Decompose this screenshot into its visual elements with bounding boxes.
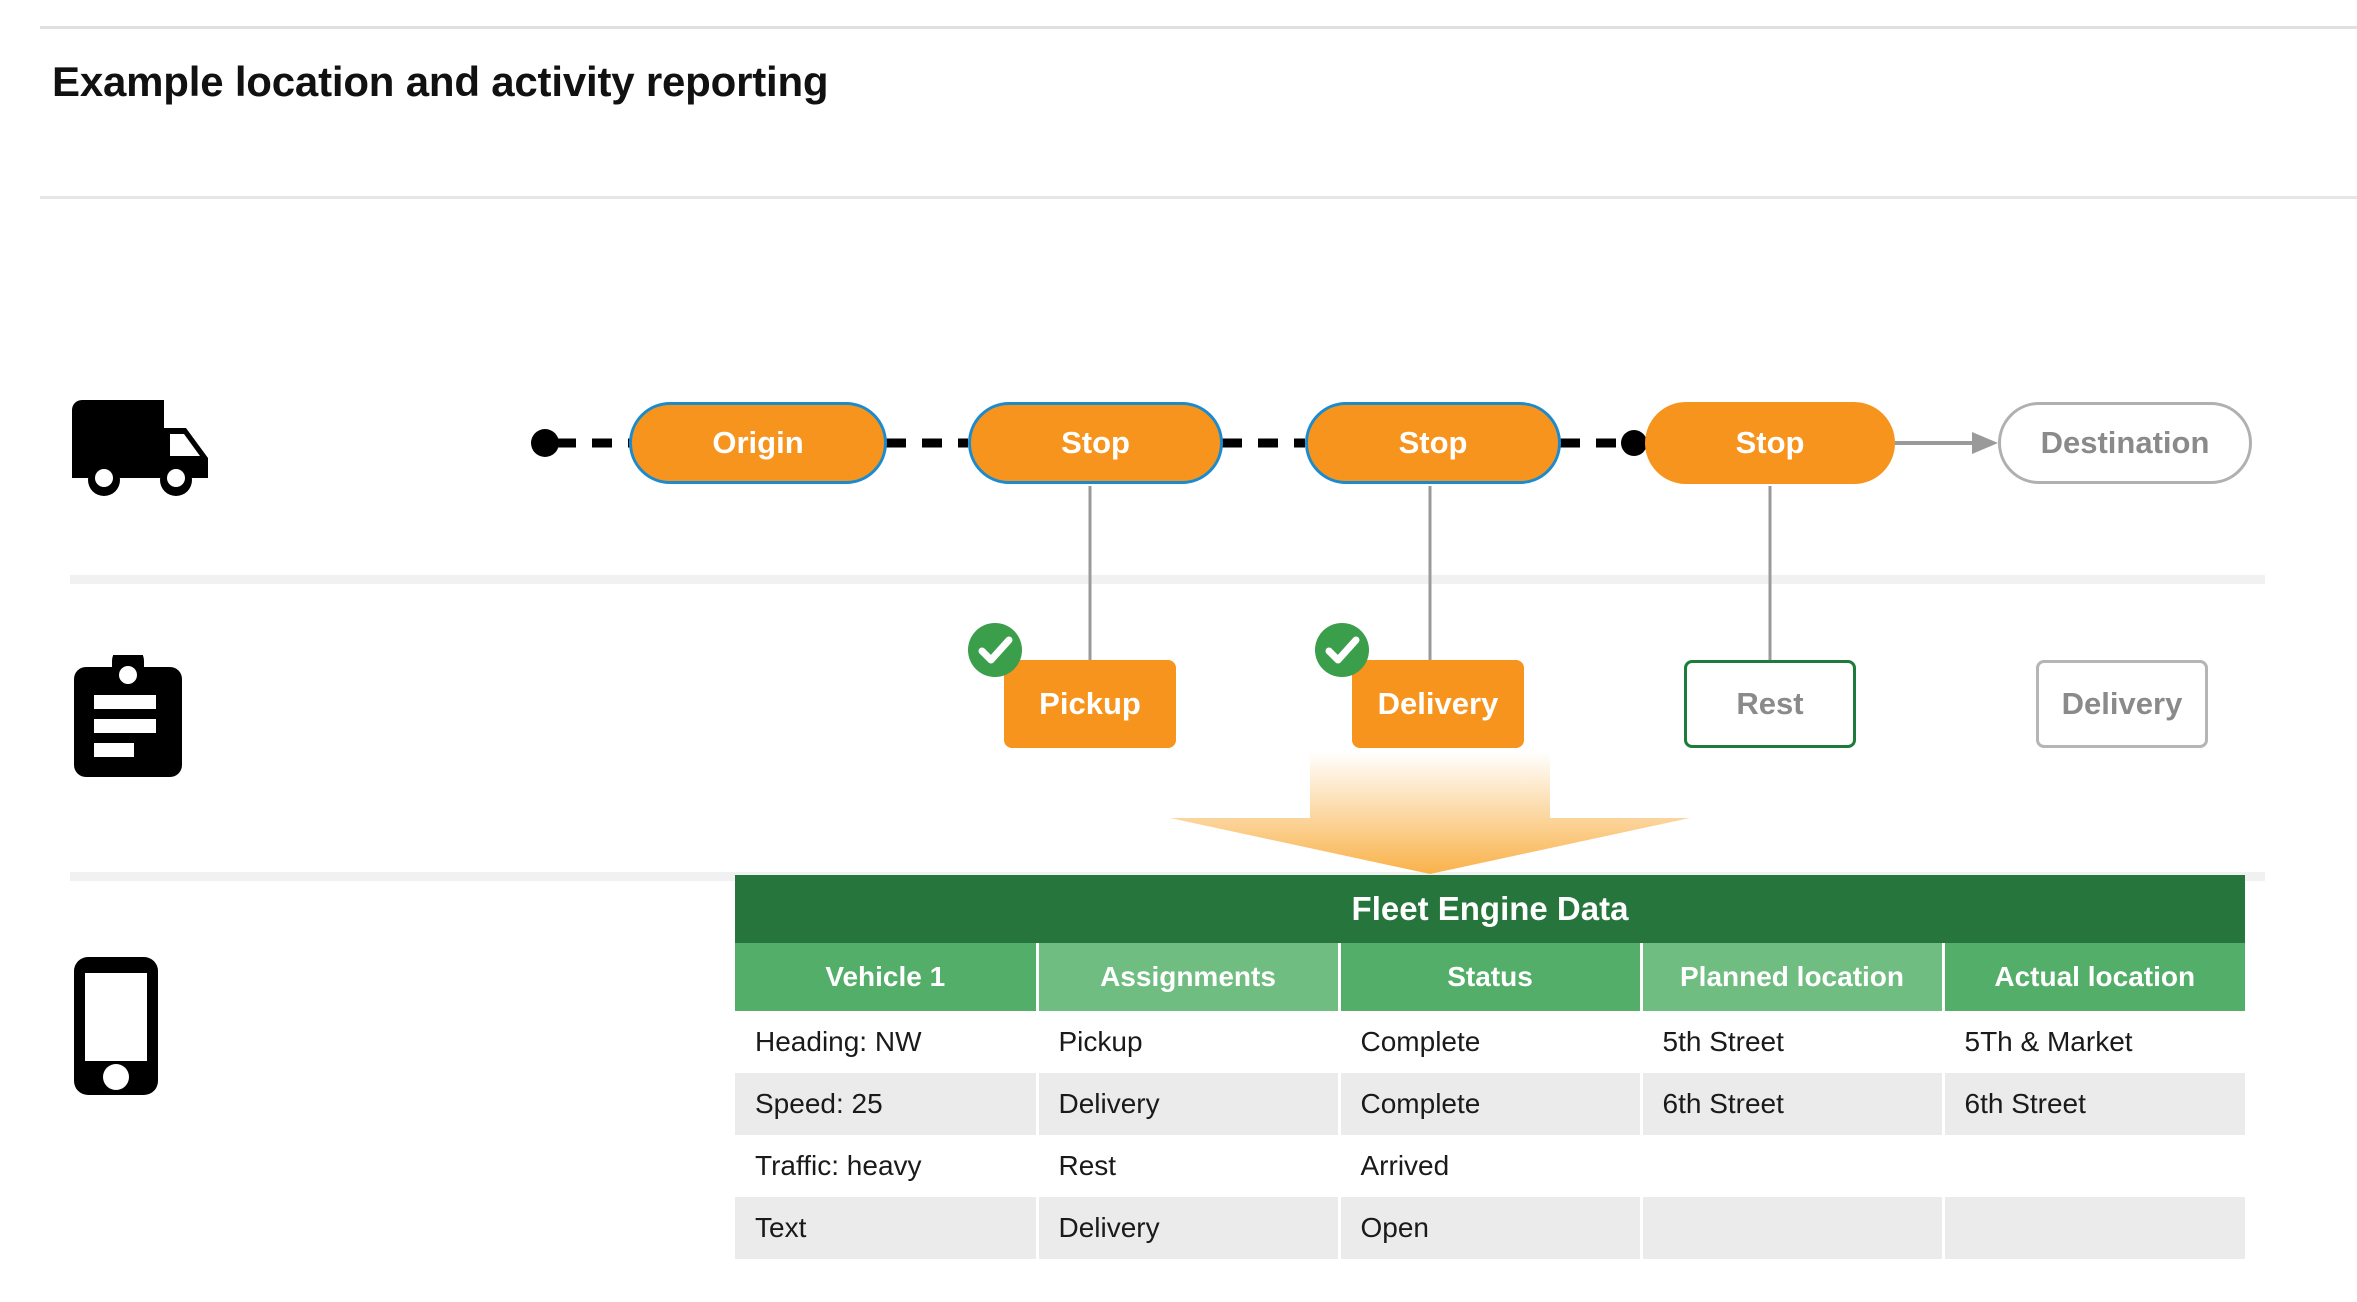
route-stop-2[interactable]: Stop (1305, 402, 1561, 484)
title-divider (40, 196, 2357, 199)
task-pickup-check-icon (968, 623, 1022, 677)
cell-actual-location (1943, 1197, 2245, 1259)
table-row: Traffic: heavy Rest Arrived (735, 1135, 2245, 1197)
data-flow-arrow (1170, 752, 1690, 874)
cell-vehicle: Speed: 25 (735, 1073, 1039, 1135)
cell-assignment: Pickup (1037, 1011, 1341, 1073)
column-header-vehicle[interactable]: Vehicle 1 (735, 943, 1039, 1011)
task-label: Delivery (1377, 686, 1499, 721)
cell-actual-location: 6th Street (1943, 1073, 2245, 1135)
cell-assignment: Delivery (1037, 1197, 1341, 1259)
clipboard-icon (68, 645, 188, 783)
table-row: Speed: 25 Delivery Complete 6th Street 6… (735, 1073, 2245, 1135)
route-destination-label: Destination (2040, 425, 2210, 460)
cell-status: Complete (1339, 1011, 1643, 1073)
task-label: Delivery (2061, 686, 2183, 721)
task-label: Pickup (1039, 686, 1141, 721)
task-rest[interactable]: Rest (1684, 660, 1856, 748)
divider-route-tasks (70, 575, 2265, 584)
truck-icon (68, 400, 220, 496)
cell-planned-location (1641, 1197, 1945, 1259)
cell-planned-location: 6th Street (1641, 1073, 1945, 1135)
cell-assignment: Delivery (1037, 1073, 1341, 1135)
cell-status: Complete (1339, 1073, 1643, 1135)
task-delivery-complete[interactable]: Delivery (1352, 660, 1524, 748)
column-header-assignments[interactable]: Assignments (1037, 943, 1341, 1011)
task-label: Rest (1736, 686, 1804, 721)
fleet-engine-data-table: Fleet Engine Data Vehicle 1 Assignments … (735, 875, 2245, 1259)
table-title-row: Fleet Engine Data (735, 875, 2245, 943)
table-header-row: Vehicle 1 Assignments Status Planned loc… (735, 943, 2245, 1011)
cell-status: Arrived (1339, 1135, 1643, 1197)
cell-planned-location (1641, 1135, 1945, 1197)
table-row: Heading: NW Pickup Complete 5th Street 5… (735, 1011, 2245, 1073)
route-stop-1[interactable]: Stop (968, 402, 1223, 484)
cell-status: Open (1339, 1197, 1643, 1259)
route-stop-origin[interactable]: Origin (629, 402, 887, 484)
route-stop-label: Stop (1398, 425, 1468, 460)
column-header-actual-location[interactable]: Actual location (1943, 943, 2245, 1011)
phone-icon (68, 955, 164, 1097)
table-row: Text Delivery Open (735, 1197, 2245, 1259)
task-delivery-open[interactable]: Delivery (2036, 660, 2208, 748)
column-header-planned-location[interactable]: Planned location (1641, 943, 1945, 1011)
table-title: Fleet Engine Data (735, 875, 2245, 943)
route-stop-label: Stop (1061, 425, 1130, 460)
column-header-status[interactable]: Status (1339, 943, 1643, 1011)
top-divider (40, 26, 2357, 29)
task-pickup[interactable]: Pickup (1004, 660, 1176, 748)
route-destination[interactable]: Destination (1998, 402, 2252, 484)
cell-vehicle: Heading: NW (735, 1011, 1039, 1073)
route-stop-label: Stop (1735, 425, 1805, 460)
cell-assignment: Rest (1037, 1135, 1341, 1197)
route-stop-3[interactable]: Stop (1645, 402, 1895, 484)
cell-vehicle: Traffic: heavy (735, 1135, 1039, 1197)
task-delivery-check-icon (1315, 623, 1369, 677)
page-title: Example location and activity reporting (52, 58, 829, 105)
route-stop-label: Origin (712, 425, 804, 460)
cell-actual-location: 5Th & Market (1943, 1011, 2245, 1073)
cell-vehicle: Text (735, 1197, 1039, 1259)
cell-actual-location (1943, 1135, 2245, 1197)
cell-planned-location: 5th Street (1641, 1011, 1945, 1073)
